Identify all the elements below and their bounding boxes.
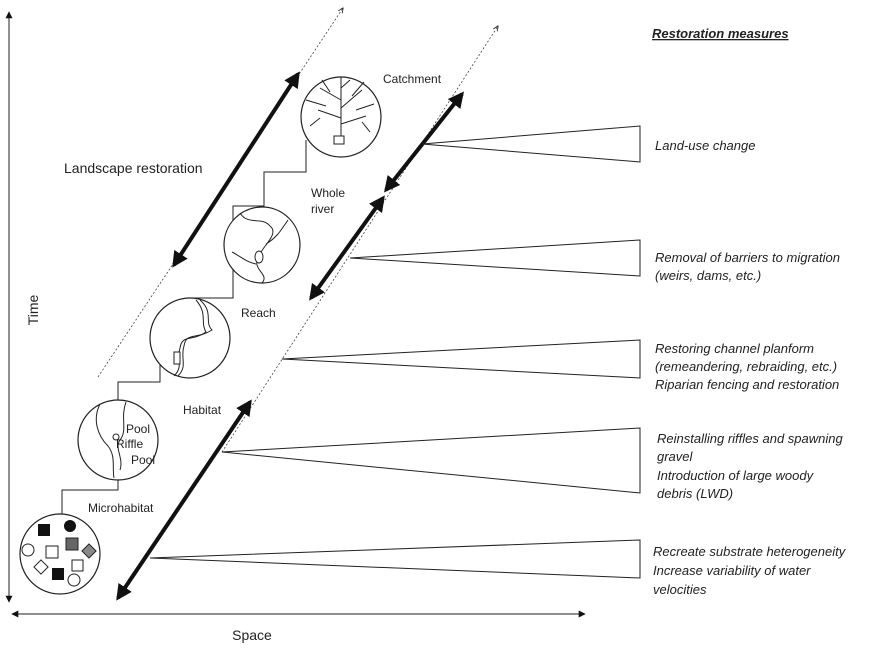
wedge-planform bbox=[281, 339, 641, 379]
habitat-circle bbox=[77, 399, 159, 481]
measure-barriers: Removal of barriers to migration (weirs,… bbox=[655, 250, 840, 283]
measure-line: debris (LWD) bbox=[657, 486, 733, 501]
habitat-label: Habitat bbox=[183, 403, 222, 417]
measure-line: Recreate substrate heterogeneity bbox=[653, 544, 847, 559]
wedges bbox=[149, 125, 641, 579]
catchment-arrow bbox=[384, 91, 464, 193]
measure-line: Reinstalling riffles and spawning bbox=[657, 431, 843, 446]
measure-riffles: Reinstalling riffles and spawning gravel… bbox=[657, 431, 843, 501]
measure-line: gravel bbox=[657, 449, 694, 464]
space-axis-label: Space bbox=[232, 627, 272, 643]
whole-river-circle bbox=[223, 206, 301, 284]
measure-land-use: Land-use change bbox=[655, 138, 755, 153]
wedge-land-use bbox=[421, 125, 641, 163]
restoration-measures-header: Restoration measures bbox=[652, 26, 789, 41]
time-axis-label: Time bbox=[25, 294, 41, 325]
catchment-label: Catchment bbox=[383, 72, 442, 86]
whole-river-label-line2: river bbox=[311, 202, 334, 216]
measure-line: Increase variability of water bbox=[653, 563, 811, 578]
measure-line: (weirs, dams, etc.) bbox=[655, 268, 761, 283]
whole-river-label-line1: Whole bbox=[311, 186, 345, 200]
measure-line: Introduction of large woody bbox=[657, 468, 815, 483]
whole-river-arrow bbox=[309, 195, 385, 301]
measure-line: Restoring channel planform bbox=[655, 341, 814, 356]
measure-line: Removal of barriers to migration bbox=[655, 250, 840, 265]
wedge-substrate bbox=[149, 539, 641, 579]
catchment-circle bbox=[300, 76, 382, 158]
reach-circle bbox=[149, 297, 231, 379]
riffle-label: Riffle bbox=[116, 437, 143, 451]
microhabitat-label: Microhabitat bbox=[88, 501, 154, 515]
measure-line: (remeandering, rebraiding, etc.) bbox=[655, 359, 837, 374]
wedge-barriers bbox=[349, 239, 641, 277]
landscape-restoration-label: Landscape restoration bbox=[64, 160, 203, 176]
landscape-restoration-arrow bbox=[172, 71, 300, 268]
measure-line: Riparian fencing and restoration bbox=[655, 377, 839, 392]
measure-planform: Restoring channel planform (remeandering… bbox=[655, 341, 839, 392]
measure-substrate: Recreate substrate heterogeneity Increas… bbox=[653, 544, 847, 597]
reach-label: Reach bbox=[241, 306, 276, 320]
measure-line: velocities bbox=[653, 582, 707, 597]
micro-to-reach-arrow bbox=[116, 399, 252, 601]
microhabitat-circle bbox=[19, 513, 101, 595]
pool-bottom-label: Pool bbox=[131, 453, 155, 467]
pool-top-label: Pool bbox=[126, 422, 150, 436]
measure-line: Land-use change bbox=[655, 138, 755, 153]
wedge-riffles bbox=[221, 427, 641, 494]
